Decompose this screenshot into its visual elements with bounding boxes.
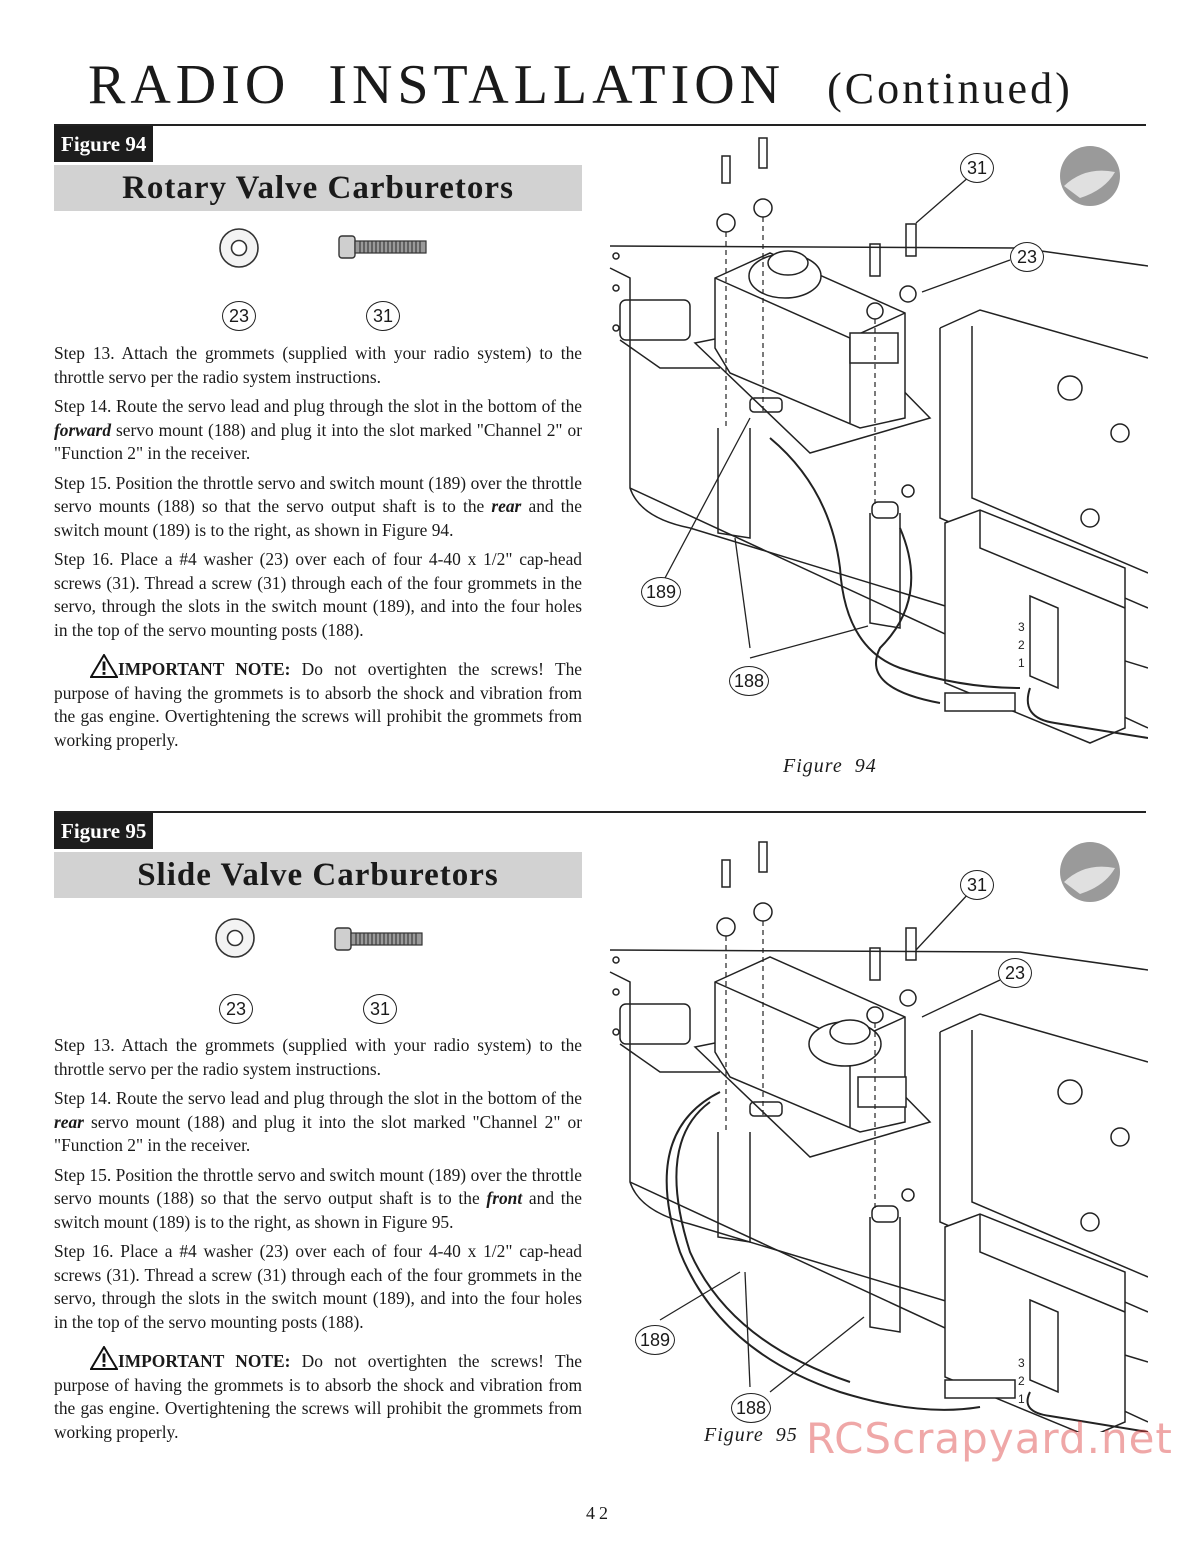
servo-install-diagram-slide: 3 2 1	[609, 841, 1148, 1432]
figure-95-caption: Figure 95	[704, 1424, 798, 1446]
diagram-callout-31: 31	[960, 153, 994, 183]
page-title-main: RADIO INSTALLATION	[88, 54, 786, 116]
page-title: RADIO INSTALLATION (Continued)	[88, 50, 1118, 120]
receiver-channel-2: 2	[1018, 1374, 1025, 1388]
washer-icon	[215, 918, 255, 958]
diagram-callout-189: 189	[641, 577, 681, 607]
washer-icon	[219, 228, 259, 268]
cap-head-screw-icon	[338, 235, 427, 259]
part-callout-23: 23	[219, 994, 253, 1024]
step-13: Step 13. Attach the grommets (supplied w…	[54, 343, 582, 387]
section-heading-slide: Slide Valve Carburetors	[54, 852, 582, 898]
step-14: Step 14. Route the servo lead and plug t…	[54, 1088, 582, 1155]
step-14: Step 14. Route the servo lead and plug t…	[54, 396, 582, 463]
diagram-callout-23: 23	[998, 958, 1032, 988]
diagram-callout-188: 188	[729, 666, 769, 696]
diagram-callout-189: 189	[635, 1325, 675, 1355]
receiver-channel-3: 3	[1018, 1356, 1025, 1370]
step-16: Step 16. Place a #4 washer (23) over eac…	[54, 1241, 582, 1332]
receiver-channel-2: 2	[1018, 638, 1025, 652]
warning-icon	[90, 1346, 118, 1370]
page-title-sub: (Continued)	[827, 64, 1073, 113]
diagram-callout-23: 23	[1010, 242, 1044, 272]
part-callout-31: 31	[363, 994, 397, 1024]
section-heading-rotary: Rotary Valve Carburetors	[54, 165, 582, 211]
servo-install-diagram-rotary: 3 2 1	[609, 137, 1148, 744]
page-number: 42	[586, 1503, 612, 1523]
important-note: IMPORTANT NOTE: Do not overtighten the s…	[54, 1346, 582, 1444]
instructions-rotary: Step 13. Attach the grommets (supplied w…	[54, 342, 582, 758]
part-callout-23: 23	[222, 301, 256, 331]
receiver-channel-3: 3	[1018, 620, 1025, 634]
section-divider	[54, 811, 1146, 813]
warning-icon	[90, 654, 118, 678]
step-15: Step 15. Position the throttle servo and…	[54, 1164, 582, 1232]
figure-95-tab: Figure 95	[54, 813, 154, 849]
watermark-text: RCScrapyard.net	[806, 1414, 1173, 1463]
receiver-channel-1: 1	[1018, 656, 1025, 670]
diagram-callout-31: 31	[960, 870, 994, 900]
header-rule	[54, 124, 1146, 126]
step-15: Step 15. Position the throttle servo and…	[54, 472, 582, 540]
figure-94-caption: Figure 94	[783, 755, 877, 777]
step-16: Step 16. Place a #4 washer (23) over eac…	[54, 549, 582, 640]
part-callout-31: 31	[366, 301, 400, 331]
figure-94-tab: Figure 94	[54, 126, 154, 162]
diagram-callout-188: 188	[731, 1393, 771, 1423]
instructions-slide: Step 13. Attach the grommets (supplied w…	[54, 1034, 582, 1450]
cap-head-screw-icon	[334, 927, 423, 951]
receiver-channel-1: 1	[1018, 1392, 1025, 1406]
step-13: Step 13. Attach the grommets (supplied w…	[54, 1035, 582, 1079]
important-note: IMPORTANT NOTE: Do not overtighten the s…	[54, 654, 582, 752]
